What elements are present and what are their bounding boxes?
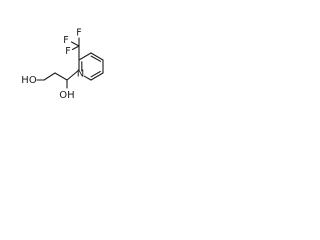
bond-c3-c4-outer (90, 52, 104, 61)
chemical-structure: N F F F HO OH (0, 0, 152, 152)
fluorine-bottom-label: F (65, 46, 70, 57)
bond-cf3-f-bottom (71, 45, 80, 51)
fluorine-left-label: F (63, 35, 68, 46)
hydroxyl-bottom-label: OH (59, 90, 74, 101)
nitrogen-label: N (77, 69, 84, 80)
bond-chiral-ch2 (54, 72, 68, 81)
fluorine-top-label: F (76, 28, 81, 39)
side-chain (36, 69, 80, 89)
bond-ch2-ch2 (43, 72, 56, 81)
trifluoromethyl-group (70, 37, 80, 61)
bond-c5-c6-outer (90, 72, 104, 81)
bond-c2-chiral (66, 69, 80, 81)
bond-c3-c4-inner (90, 55, 102, 62)
bond-c2-c3 (78, 52, 92, 61)
bond-c6-n1 (83, 75, 92, 81)
pyridine-ring (78, 52, 104, 81)
bond-cf3-f-left (70, 41, 80, 47)
bond-c5-c6-inner (90, 70, 101, 78)
hydroxyl-left-label: HO (21, 75, 37, 86)
